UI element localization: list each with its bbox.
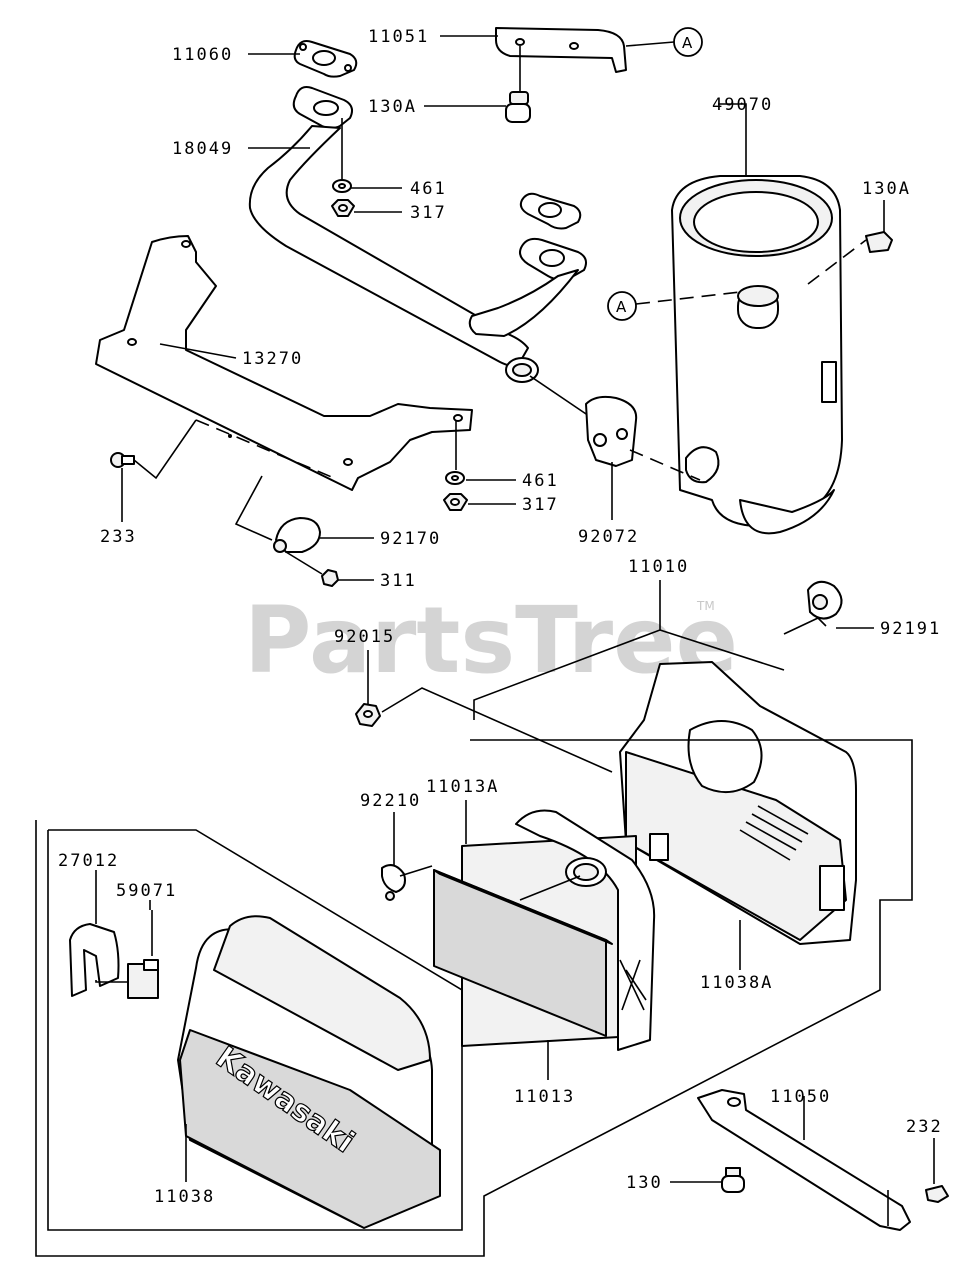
label-232: 232 [906, 1117, 943, 1137]
label-130A-right: 130A [862, 179, 911, 199]
part-gasket-11060[interactable] [293, 40, 358, 78]
part-bracket-11050[interactable] [697, 1089, 911, 1231]
part-exhaust-pipe-18049[interactable] [248, 86, 539, 383]
part-washer-461-top[interactable] [332, 118, 352, 193]
label-311: 311 [380, 571, 417, 591]
part-bolt-130A-right[interactable] [807, 231, 893, 285]
leader-lines [95, 35, 935, 1183]
label-130: 130 [626, 1173, 663, 1193]
part-air-cleaner-base-11010[interactable] [619, 661, 857, 945]
part-bolt-233[interactable] [110, 419, 197, 480]
label-11038: 11038 [154, 1187, 215, 1207]
label-461-mid: 461 [522, 471, 559, 491]
svg-text:A: A [616, 298, 627, 316]
label-130A-top: 130A [368, 97, 417, 117]
label-92015: 92015 [334, 627, 395, 647]
watermark-trademark: TM [696, 599, 715, 613]
callout-a-muffler: A [607, 291, 741, 321]
label-11051: 11051 [368, 27, 429, 47]
part-cover-11038[interactable]: Kawasaki [177, 915, 441, 1229]
label-18049: 18049 [172, 139, 233, 159]
part-nut-92015[interactable] [355, 687, 613, 773]
part-muffler-49070[interactable] [629, 175, 843, 535]
part-clip-92191[interactable] [783, 580, 843, 635]
part-latch-27012[interactable] [69, 880, 130, 997]
label-92191: 92191 [880, 619, 941, 639]
label-11050: 11050 [770, 1087, 831, 1107]
label-317-top: 317 [410, 203, 447, 223]
label-11013A: 11013A [426, 777, 499, 797]
part-heat-shield-13270[interactable] [95, 235, 473, 491]
label-92072: 92072 [578, 527, 639, 547]
part-nut-317-top[interactable] [331, 199, 355, 217]
callout-a-top: A [625, 27, 703, 57]
part-clamp-92170[interactable] [234, 475, 321, 553]
part-bracket-11051[interactable] [495, 27, 627, 73]
label-11013: 11013 [514, 1087, 575, 1107]
part-paper-element-11013[interactable] [433, 869, 613, 1037]
label-27012: 27012 [58, 851, 119, 871]
assembly-outline [35, 739, 913, 1257]
label-233: 233 [100, 527, 137, 547]
part-gasket-right[interactable] [519, 192, 582, 230]
part-clamp-92072[interactable] [529, 375, 638, 467]
label-92210: 92210 [360, 791, 421, 811]
label-317-mid: 317 [522, 495, 559, 515]
part-bolt-232[interactable] [925, 1148, 949, 1203]
label-49070: 49070 [712, 95, 773, 115]
part-clip-92210[interactable] [381, 864, 433, 901]
part-bolt-130A-top[interactable] [505, 46, 531, 123]
part-exhaust-pipe-right[interactable] [468, 237, 587, 337]
label-59071: 59071 [116, 881, 177, 901]
sub-outline [47, 829, 463, 1231]
part-nut-317-mid[interactable] [443, 493, 468, 511]
label-11060: 11060 [172, 45, 233, 65]
label-13270: 13270 [242, 349, 303, 369]
part-washer-461-mid[interactable] [445, 420, 465, 485]
label-92170: 92170 [380, 529, 441, 549]
label-11038A: 11038A [700, 973, 773, 993]
part-nut-311[interactable] [285, 551, 339, 587]
part-bolt-130[interactable] [721, 1167, 745, 1193]
svg-text:A: A [682, 34, 693, 52]
label-11010: 11010 [628, 557, 689, 577]
label-461-top: 461 [410, 179, 447, 199]
part-pin-59071[interactable] [127, 910, 159, 999]
